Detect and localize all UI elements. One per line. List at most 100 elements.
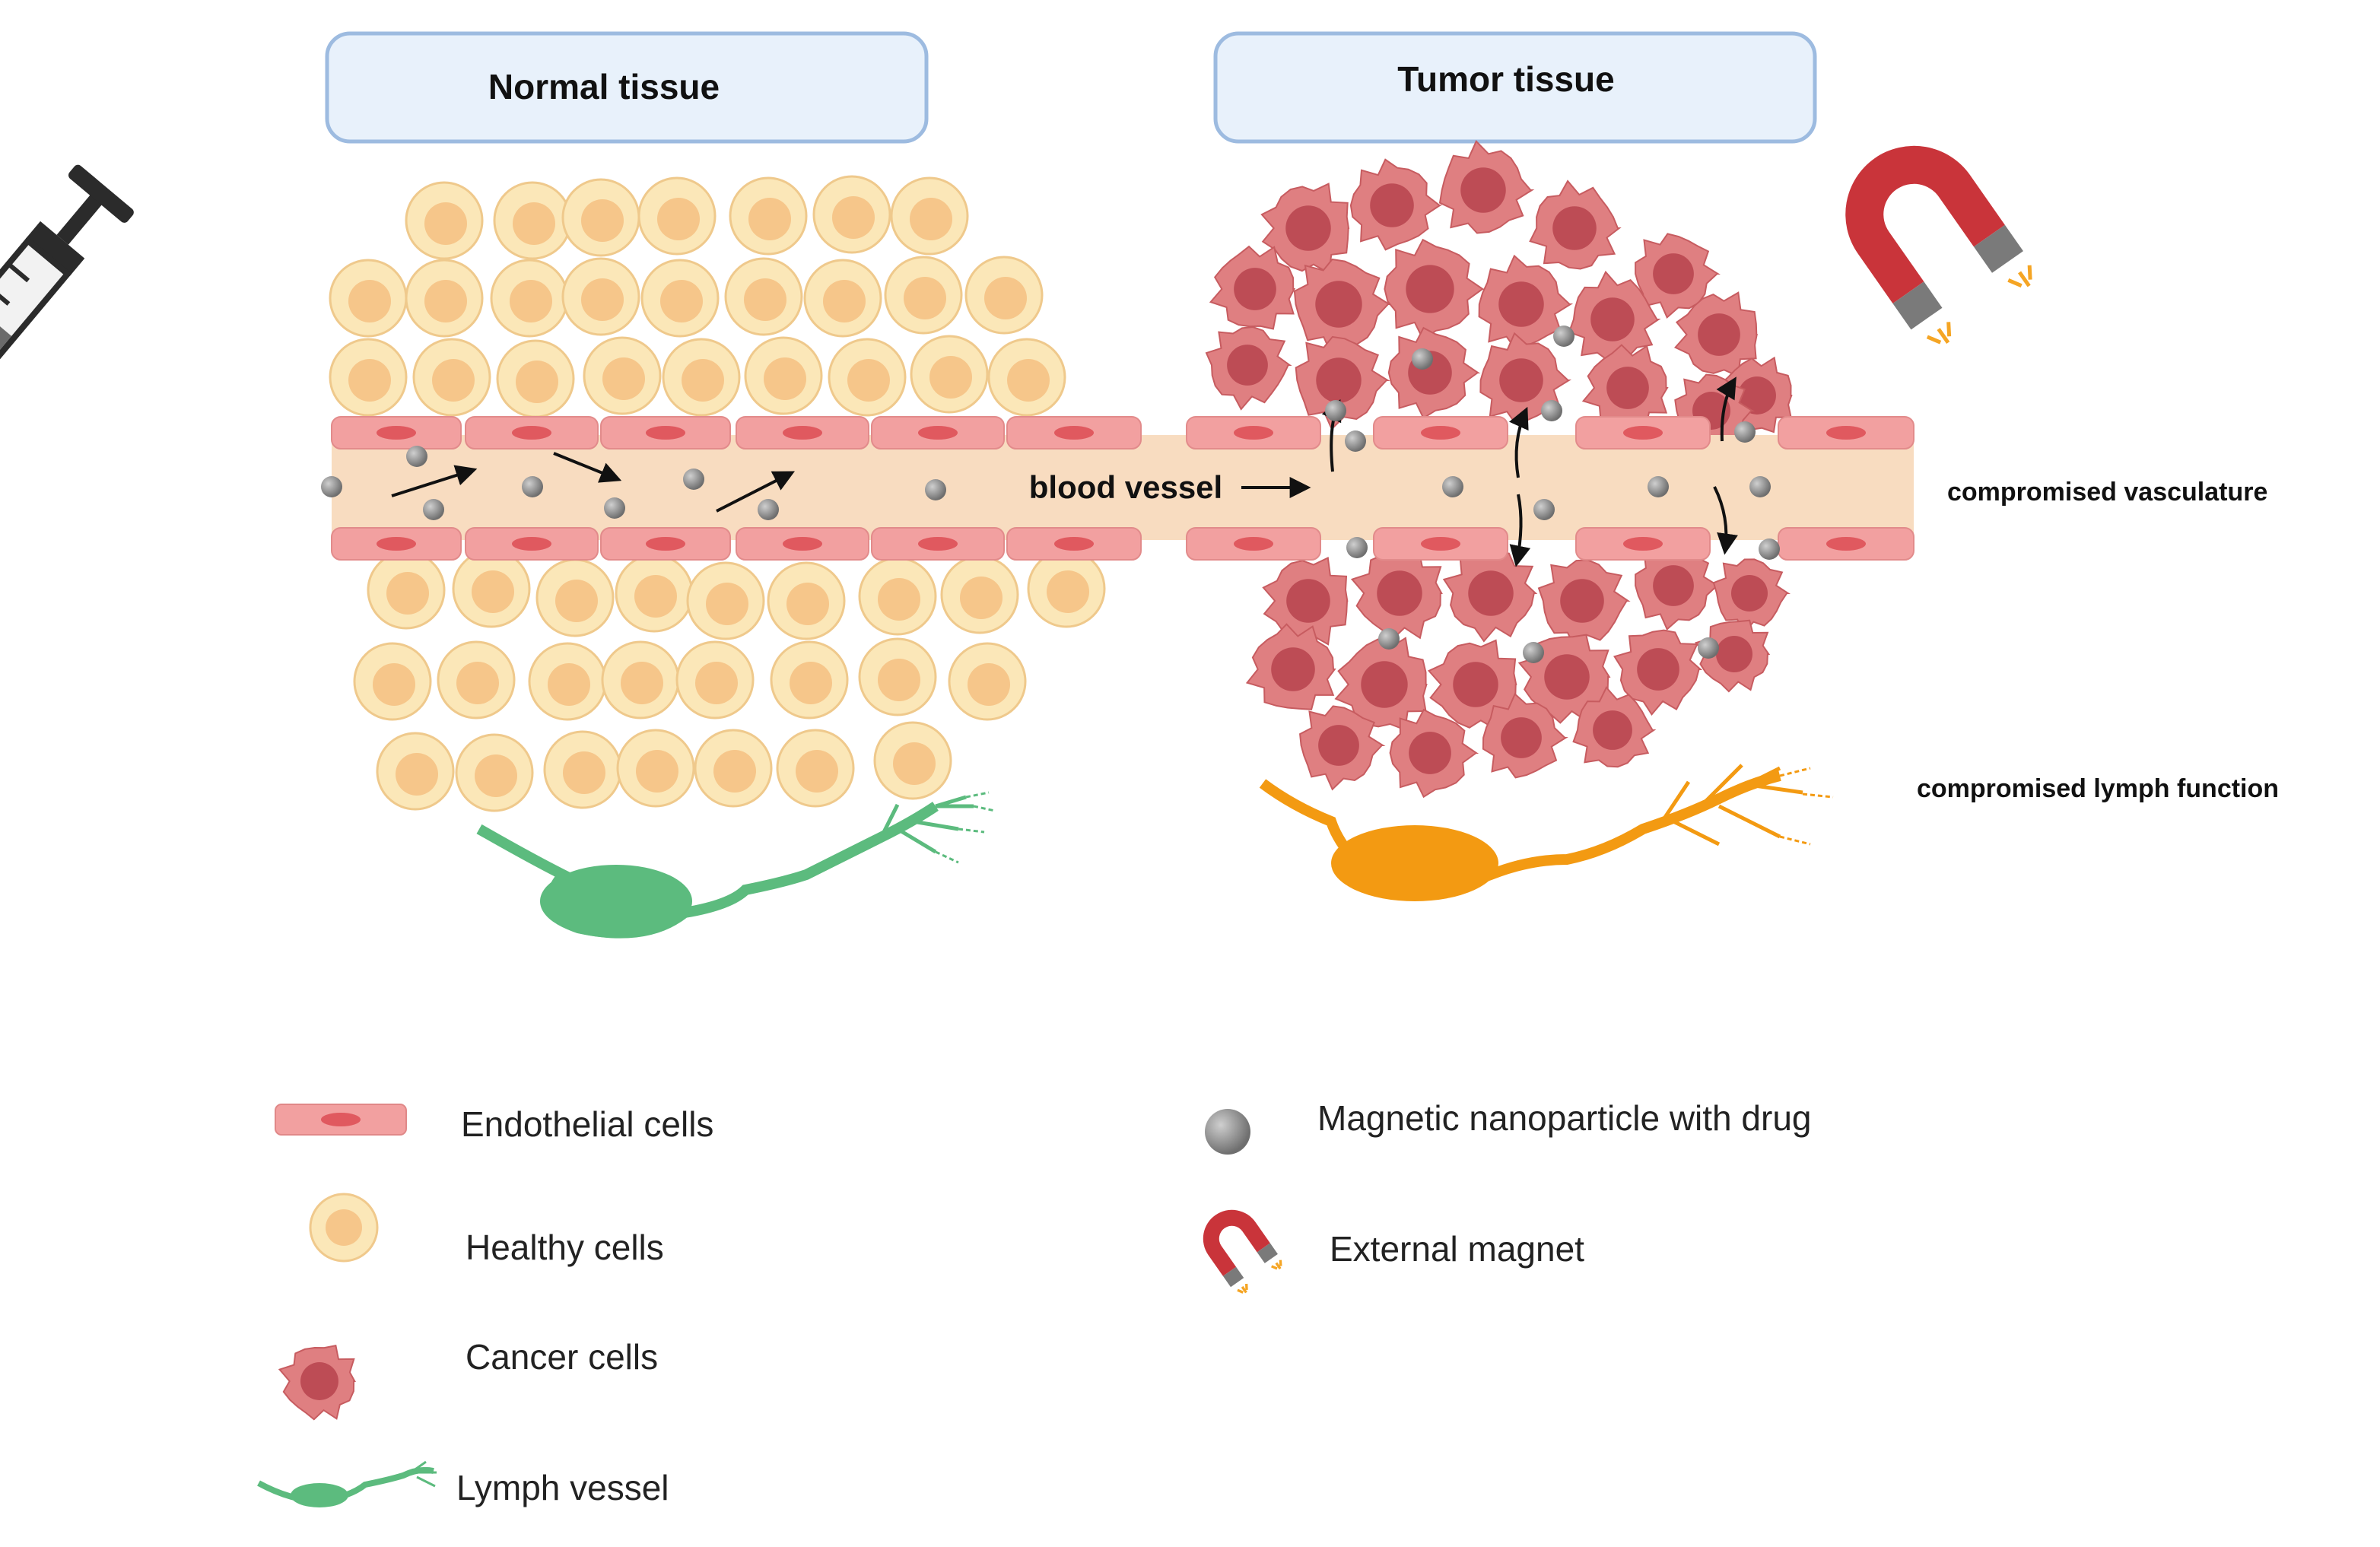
endothelial-cells-row xyxy=(331,416,1914,561)
endothelial-cell xyxy=(331,527,462,561)
healthy-cell xyxy=(329,338,408,417)
cancer-cell-swatch xyxy=(278,1345,356,1421)
tumor-tissue-header: Tumor tissue xyxy=(1213,31,1817,144)
healthy-cells-cluster xyxy=(329,175,1106,812)
nanoparticle-icon xyxy=(321,476,342,497)
nanoparticle-icon xyxy=(1205,1109,1250,1155)
extravasation-arrow xyxy=(1509,406,1529,478)
endothelial-cell xyxy=(1778,527,1914,561)
healthy-cell xyxy=(828,338,907,417)
cancer-cell xyxy=(1389,708,1479,799)
legend-endothelial: Endothelial cells xyxy=(275,1104,713,1144)
magnet-icon xyxy=(1845,145,2032,345)
cancer-cell xyxy=(1479,332,1572,424)
legend-label-nanoparticle: Magnetic nanoparticle with drug xyxy=(1317,1098,1811,1138)
nanoparticle-icon xyxy=(423,499,444,520)
healthy-cell xyxy=(964,256,1044,335)
endothelial-cell xyxy=(736,416,869,449)
healthy-cell xyxy=(884,256,963,335)
cancer-cell xyxy=(1581,344,1669,429)
healthy-cell xyxy=(640,259,720,338)
nanoparticle-icon xyxy=(1553,326,1574,347)
healthy-cell xyxy=(412,338,491,417)
compromised-lymph-label: compromised lymph function xyxy=(1917,774,2279,803)
lymph-vessel-normal xyxy=(476,791,996,939)
nanoparticle-icon xyxy=(406,446,427,467)
cancer-cell xyxy=(1635,233,1721,319)
healthy-cell xyxy=(858,637,937,716)
endothelial-cell xyxy=(331,416,462,449)
extravasation-arrow xyxy=(1713,486,1738,555)
healthy-cell xyxy=(776,729,855,808)
legend-label-magnet: External magnet xyxy=(1330,1229,1584,1269)
healthy-cell xyxy=(637,176,717,256)
healthy-cell xyxy=(803,259,882,338)
healthy-cell xyxy=(729,176,808,256)
endothelial-cell xyxy=(1373,527,1508,561)
healthy-cell xyxy=(437,640,516,719)
cancer-cell xyxy=(1245,623,1336,710)
nanoparticle-icon xyxy=(1749,476,1771,497)
nanoparticle-icon xyxy=(1533,499,1555,520)
normal-tissue-header: Normal tissue xyxy=(325,31,929,144)
cancer-cell xyxy=(1537,559,1631,650)
flow-arrow xyxy=(716,471,795,513)
endothelial-cell xyxy=(1575,527,1711,561)
cancer-cell xyxy=(1673,291,1758,377)
extravasation-arrow xyxy=(1716,376,1737,442)
cancer-cell xyxy=(1635,545,1721,631)
legend-nanoparticle: Magnetic nanoparticle with drug xyxy=(1205,1098,1811,1155)
healthy-cell xyxy=(948,642,1027,721)
nanoparticle-icon xyxy=(1648,476,1669,497)
syringe-icon xyxy=(0,164,134,412)
nanoparticle-icon xyxy=(1378,628,1400,650)
healthy-cell xyxy=(455,733,534,812)
legend-label-endothelial: Endothelial cells xyxy=(461,1104,713,1144)
cancer-cell xyxy=(1613,629,1703,716)
nanoparticle-icon xyxy=(1346,537,1368,558)
endothelial-cell xyxy=(465,527,599,561)
healthy-cell xyxy=(405,181,484,260)
cancer-cell xyxy=(1694,619,1771,693)
blood-vessel-label: blood vessel xyxy=(1029,469,1222,505)
healthy-cell xyxy=(561,257,640,336)
cancer-cell xyxy=(1442,551,1538,643)
endothelial-cell xyxy=(871,416,1005,449)
legend-cancer: Cancer cells xyxy=(278,1337,658,1421)
cancer-cell xyxy=(1334,637,1428,731)
flow-arrows xyxy=(391,376,1738,567)
nanoparticle-icon xyxy=(1523,642,1544,663)
healthy-cell xyxy=(376,732,455,811)
nanoparticle-icon xyxy=(925,479,946,500)
healthy-cell xyxy=(490,259,569,338)
healthy-cell xyxy=(770,640,849,719)
cancer-cell xyxy=(1478,254,1574,350)
cancer-cell xyxy=(1205,326,1292,411)
cancer-cell xyxy=(1387,326,1481,420)
flow-arrow xyxy=(391,465,478,497)
nanoparticle-icon xyxy=(1325,400,1346,421)
healthy-cell xyxy=(405,259,484,338)
nanoparticles xyxy=(321,326,1780,663)
nanoparticle-icon xyxy=(1541,400,1562,421)
healthy-cell xyxy=(561,178,640,257)
nanoparticle-icon xyxy=(522,476,543,497)
endothelial-cell xyxy=(1006,416,1142,449)
cancer-cell xyxy=(1260,183,1350,275)
endothelial-cell xyxy=(600,416,731,449)
healthy-cell xyxy=(767,561,846,640)
healthy-cell xyxy=(686,561,765,640)
healthy-cell xyxy=(910,335,989,414)
endothelial-cell xyxy=(736,527,869,561)
healthy-cell xyxy=(675,640,755,719)
nanoparticle-icon xyxy=(1442,476,1463,497)
healthy-cell xyxy=(724,257,803,336)
healthy-cell xyxy=(329,259,408,338)
healthy-cell xyxy=(858,557,937,636)
blood-vessel: blood vessel xyxy=(331,416,1914,561)
cancer-cell xyxy=(278,1345,356,1421)
legend-healthy: Healthy cells xyxy=(309,1193,664,1267)
normal-tissue-title: Normal tissue xyxy=(488,67,720,106)
cancer-cell xyxy=(1350,550,1443,640)
